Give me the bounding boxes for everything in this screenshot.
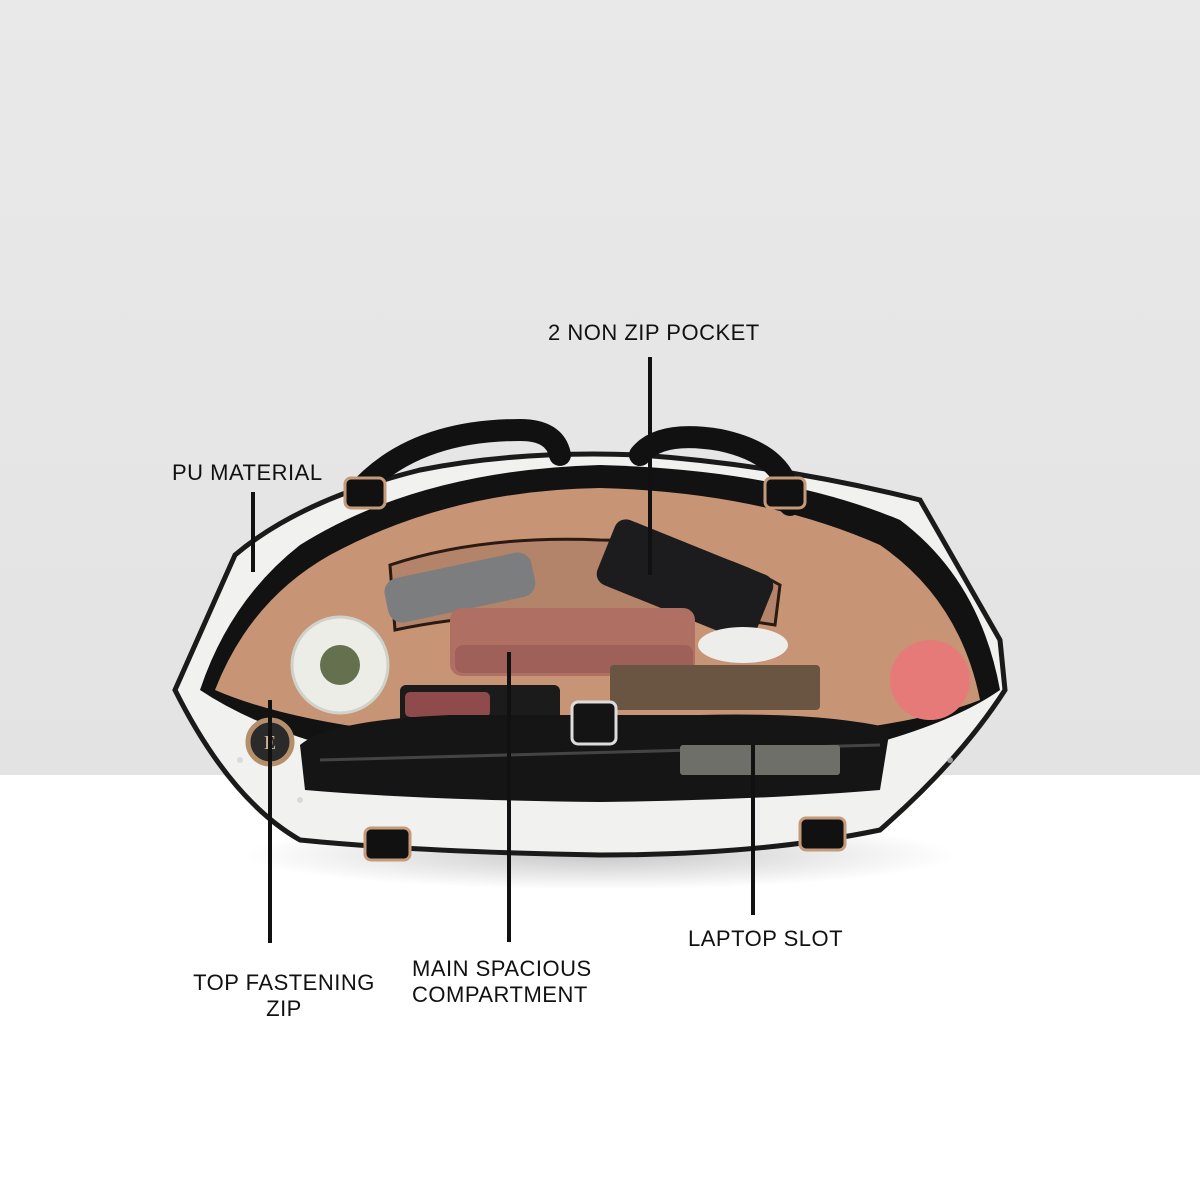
laptop-item: [680, 745, 840, 775]
strap-tab-top-left: [343, 476, 387, 510]
laptop-leader-line: [751, 745, 755, 915]
main-callout-line1: MAIN SPACIOUS: [412, 956, 592, 981]
pocket-callout: 2 NON ZIP POCKET: [548, 320, 760, 345]
zip-callout-line2: ZIP: [266, 996, 302, 1021]
powder-box: [698, 627, 788, 663]
zip-leader-line: [268, 700, 272, 943]
strap-tab-top-right: [763, 476, 807, 510]
laptop-callout: LAPTOP SLOT: [688, 926, 844, 951]
zip-callout-line1: TOP FASTENING: [193, 970, 375, 995]
cup-item: [890, 640, 970, 720]
handle-left: [344, 418, 571, 506]
main-leader-line: [507, 652, 511, 942]
phone-item: [596, 519, 774, 641]
planner-item: [610, 665, 820, 710]
material-callout: PU MATERIAL: [172, 460, 323, 485]
main-callout-line2: COMPARTMENT: [412, 982, 588, 1007]
main-callout: MAIN SPACIOUS COMPARTMENT: [412, 956, 592, 1008]
strap-tab-bottom-right: [798, 816, 847, 852]
buckle-clip: [570, 700, 618, 746]
zip-callout: TOP FASTENING ZIP: [186, 970, 382, 1022]
compact-item: [384, 552, 536, 623]
material-leader-line: [251, 492, 255, 572]
zip-pocket-panel: [300, 714, 890, 802]
pocket-leader-line: [648, 357, 652, 575]
strap-tab-bottom-left: [363, 826, 412, 862]
